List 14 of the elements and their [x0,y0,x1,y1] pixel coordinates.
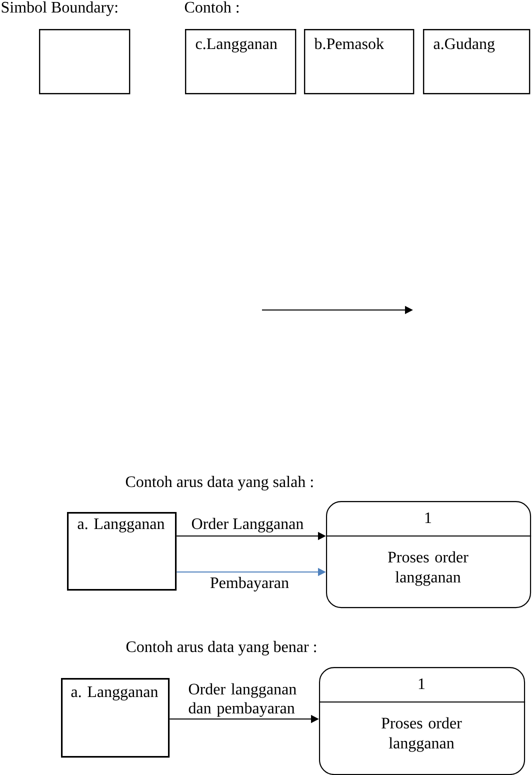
edge-label: Order Langganan [192,518,304,532]
edge-label: Order langganan dan pembayaran [188,683,296,717]
boundary-symbol-box [39,29,130,94]
section-heading: Contoh arus data yang benar : [126,640,316,656]
entity-box: a. Langganan [67,512,177,591]
edge-label: Pembayaran [210,576,289,592]
section-heading: Contoh : [184,1,239,13]
process-box: 1 Proses order langganan [326,501,532,608]
section-heading: Contoh arus data yang salah : [126,476,313,490]
entity-box: a. Langganan [61,678,170,758]
entity-box: c.Langganan [185,29,296,94]
process-box: 1 Proses order langganan [319,667,526,775]
entity-box: a.Gudang [422,29,530,94]
entity-box: b.Pemasok [304,29,414,94]
